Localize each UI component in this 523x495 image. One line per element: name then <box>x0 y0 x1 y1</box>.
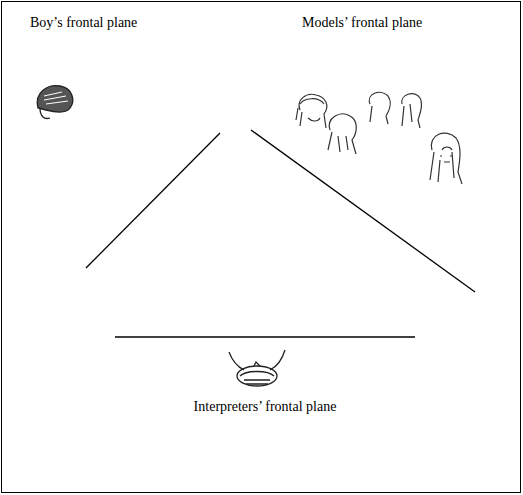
model-heads <box>296 92 462 184</box>
plane-line <box>115 336 415 337</box>
plane-label: Boy’s frontal plane <box>30 15 137 32</box>
boy-head <box>37 86 72 119</box>
plane-line <box>251 130 475 292</box>
interpreter-head <box>229 350 285 386</box>
plane-line <box>86 133 220 268</box>
plane-label: Interpreters’ frontal plane <box>194 399 337 416</box>
plane-label: Models’ frontal plane <box>302 15 422 32</box>
